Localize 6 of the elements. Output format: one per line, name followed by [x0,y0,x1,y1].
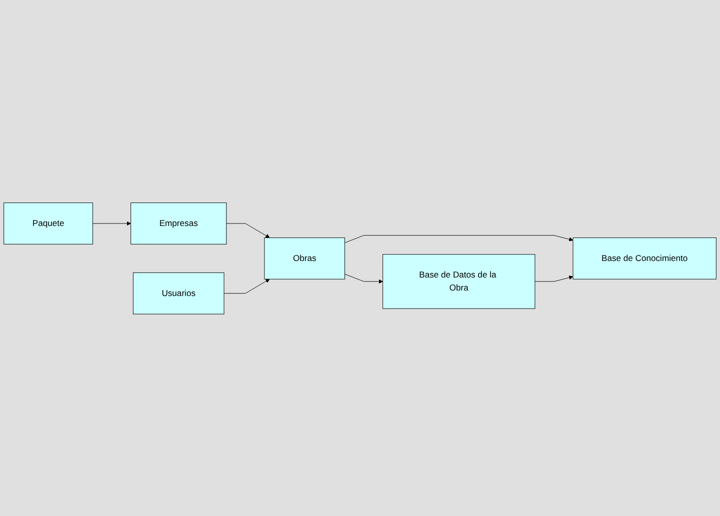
node-box: Base de Conocimiento [572,237,716,279]
node-box: Paquete [4,202,94,244]
node-box: Obras [264,237,346,279]
node-box: Base de Datos de la Obra [382,254,536,308]
node-box: Empresas [130,202,227,244]
node-box: Usuarios [132,272,224,314]
